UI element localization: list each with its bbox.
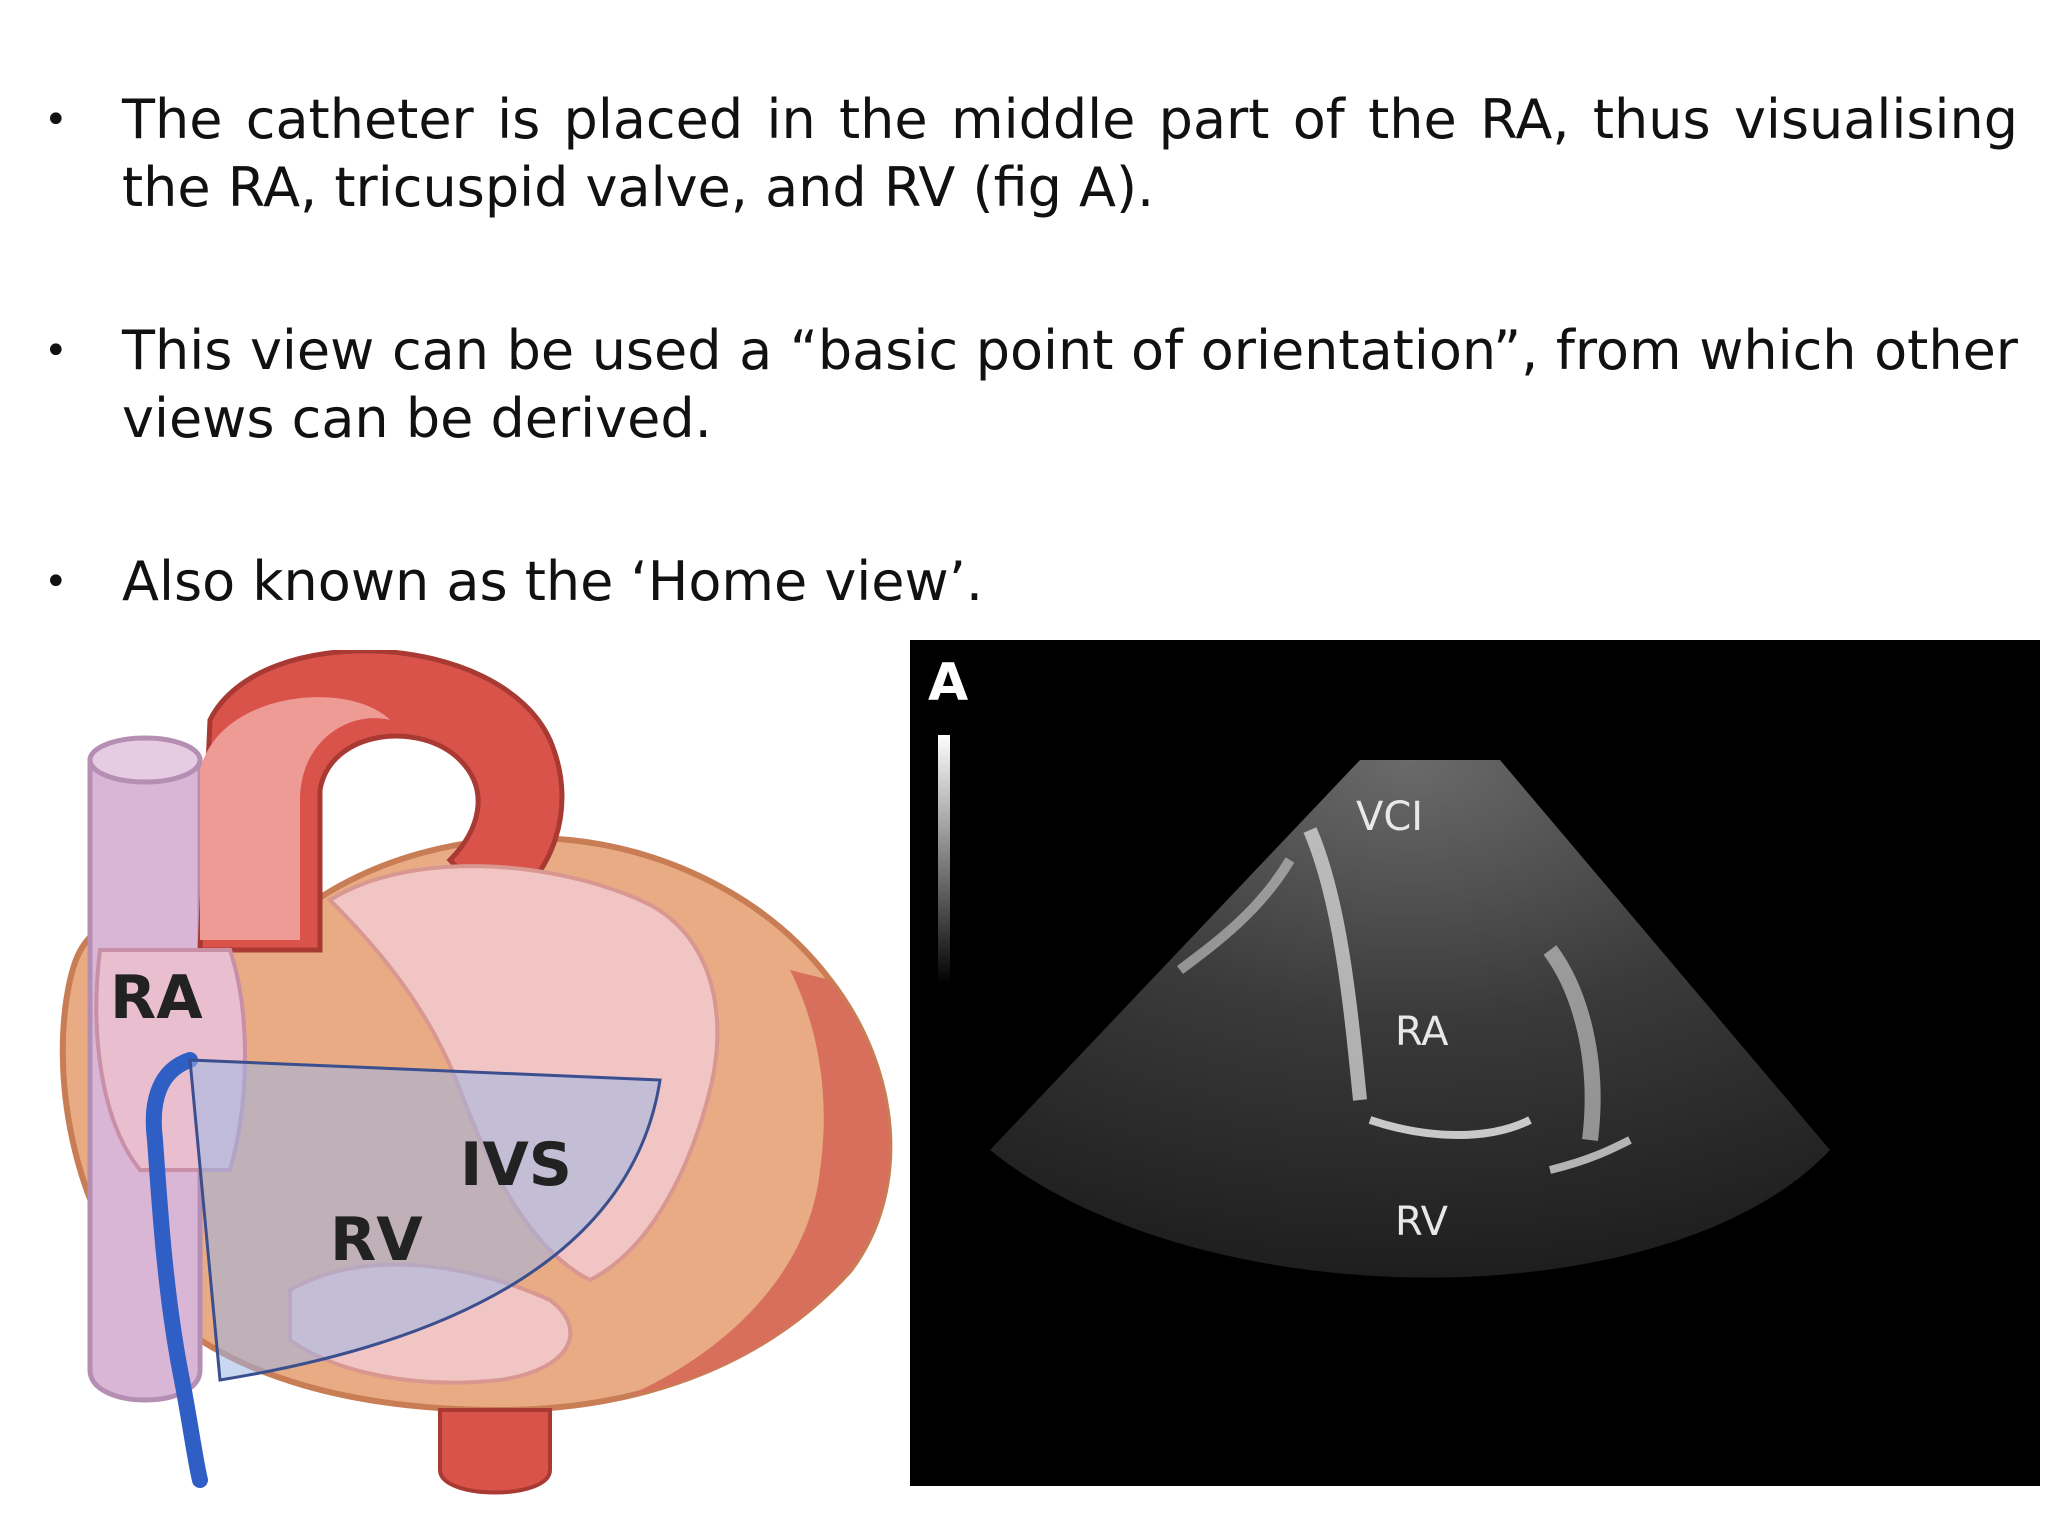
vena-cava-top	[87, 735, 203, 785]
bullet-dot: •	[44, 97, 68, 143]
bullet-text: This view can be used a “basic point of …	[122, 319, 2018, 450]
bullet-item: • Also known as the ‘Home view’.	[38, 548, 2018, 616]
ultrasound-label-vci: VCI	[1356, 794, 1423, 840]
heart-label-ivs: IVS	[460, 1130, 572, 1200]
sector-overlay	[188, 1058, 662, 1382]
tissue-echo	[1176, 857, 1295, 974]
descending-vessel	[438, 1408, 552, 1495]
ultrasound-label-ra: RA	[1395, 1009, 1449, 1055]
bullet-dot: •	[44, 559, 68, 605]
bullet-dot: •	[44, 328, 68, 374]
tissue-echo	[1543, 945, 1601, 1141]
catheter	[145, 1052, 208, 1488]
heart-wall	[630, 970, 890, 1395]
aorta-inner	[200, 697, 390, 940]
heart-diagram: RA IVS RV	[59, 650, 893, 1495]
panel-letter: A	[928, 653, 968, 713]
grayscale-bar	[938, 735, 950, 985]
bullet-text: Also known as the ‘Home view’.	[122, 550, 984, 613]
ultrasound-image: A VCI RA RV	[910, 640, 2040, 1486]
bullet-text: The catheter is placed in the middle par…	[122, 88, 2018, 219]
tissue-echo	[1368, 1116, 1532, 1139]
ultrasound-label-rv: RV	[1395, 1199, 1449, 1245]
heart-label-rv: RV	[330, 1205, 423, 1275]
tissue-echo	[1549, 1136, 1632, 1174]
bullet-item: • This view can be used a “basic point o…	[38, 317, 2018, 453]
ultrasound-svg: A VCI RA RV	[928, 653, 1830, 1278]
bullet-item: • The catheter is placed in the middle p…	[38, 86, 2018, 222]
tissue-echo	[1303, 827, 1367, 1101]
bullet-list: • The catheter is placed in the middle p…	[38, 86, 2018, 616]
heart-label-ra: RA	[110, 963, 203, 1033]
